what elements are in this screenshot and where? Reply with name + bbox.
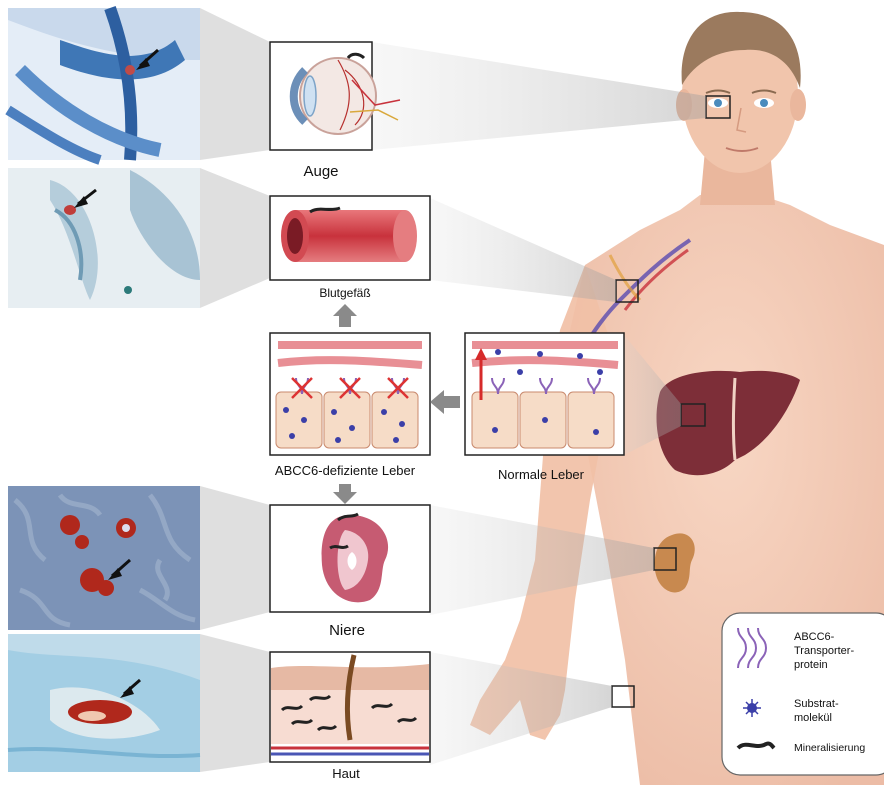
legend-mineral: Mineralisierung	[794, 741, 865, 755]
micro-kidney	[8, 486, 200, 630]
label-eye: Auge	[303, 163, 338, 180]
legend-substrate-line2: molekül	[794, 711, 839, 725]
gray-arrow-icon	[333, 304, 357, 327]
legend-transporter-line2: Transporter-	[794, 644, 854, 658]
gray-arrow-icon	[430, 390, 460, 414]
legend-transporter: ABCC6- Transporter- protein	[794, 630, 854, 672]
label-skin: Haut	[332, 766, 359, 781]
legend-transporter-line3: protein	[794, 658, 854, 672]
deficient-liver-panel	[270, 333, 430, 455]
micro-skin	[8, 634, 200, 772]
label-normal-liver: Normale Leber	[498, 467, 584, 482]
micro-eye	[8, 8, 200, 160]
legend-substrate: Substrat- molekül	[794, 697, 839, 725]
normal-liver-panel	[465, 333, 624, 455]
vessel-panel	[270, 196, 430, 280]
micro-vessel	[8, 168, 200, 308]
skin-panel	[270, 652, 430, 762]
legend-transporter-line1: ABCC6-	[794, 630, 854, 644]
kidney-panel	[270, 505, 430, 612]
gray-arrow-icon	[333, 484, 357, 504]
label-kidney: Niere	[329, 622, 365, 639]
label-vessel: Blutgefäß	[319, 286, 370, 300]
legend-substrate-line1: Substrat-	[794, 697, 839, 711]
label-deficient-liver: ABCC6-defiziente Leber	[275, 463, 415, 478]
